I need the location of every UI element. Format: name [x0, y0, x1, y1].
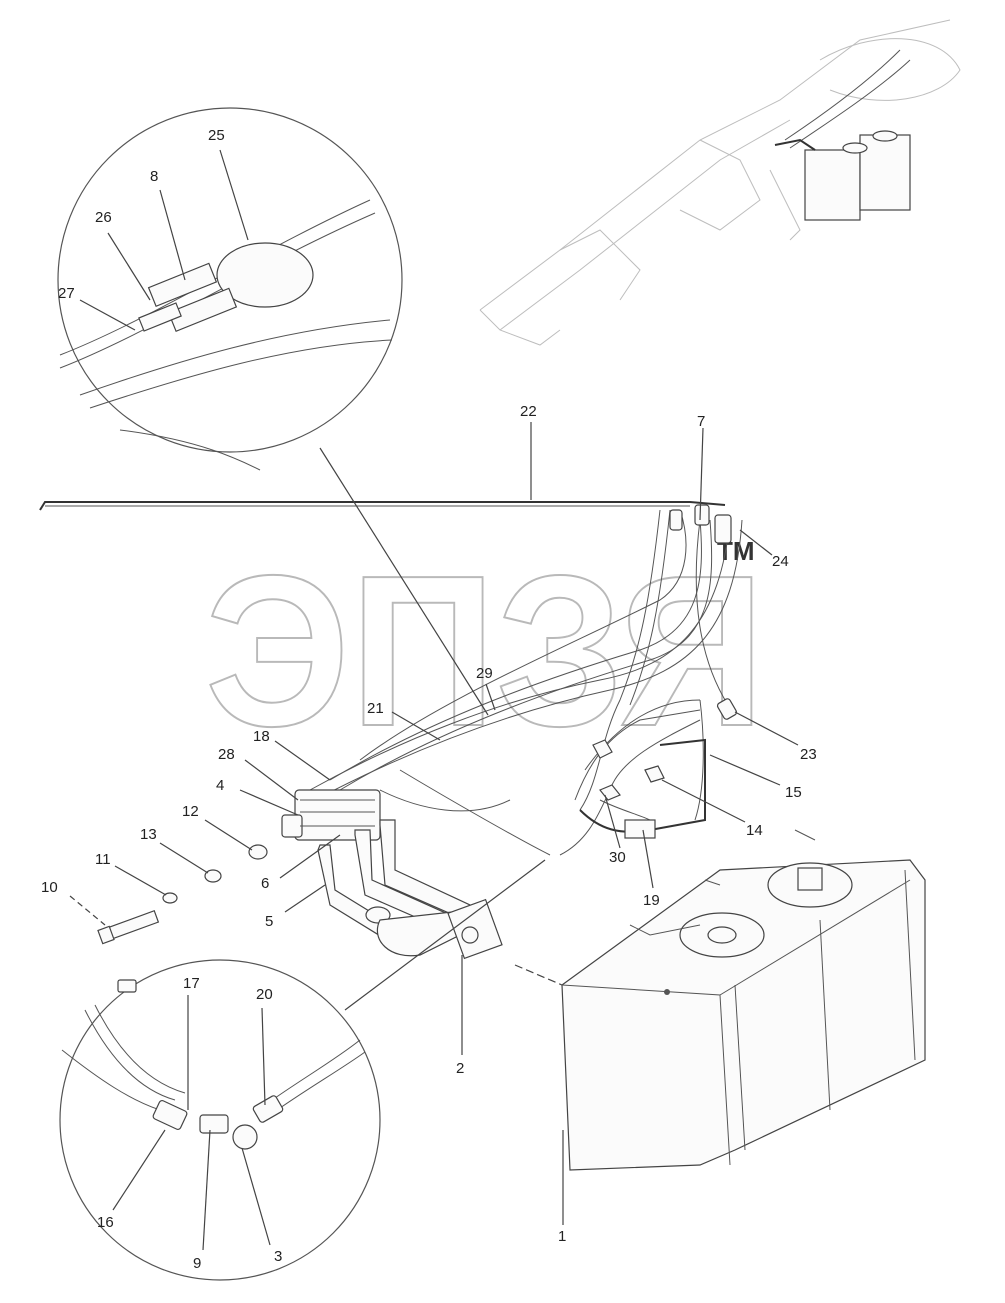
watermark-logo: ЭПЗЯ TM — [204, 529, 766, 772]
hydraulic-tank — [561, 829, 926, 1171]
callout-11: 11 — [95, 851, 111, 868]
callout-20: 20 — [256, 986, 273, 1003]
svg-text:ЭПЗЯ: ЭПЗЯ — [205, 530, 765, 771]
vehicle-frame-overview — [479, 19, 961, 346]
callout-5: 5 — [265, 913, 273, 930]
callout-12: 12 — [182, 803, 199, 820]
callout-1: 1 — [558, 1228, 566, 1245]
callout-7: 7 — [697, 413, 705, 430]
callout-9: 9 — [193, 1255, 201, 1272]
callout-17: 17 — [183, 975, 200, 992]
callout-26: 26 — [95, 209, 112, 226]
callout-18: 18 — [253, 728, 270, 745]
callout-10: 10 — [41, 879, 58, 896]
callout-3: 3 — [274, 1248, 282, 1265]
callout-21: 21 — [367, 700, 384, 717]
pipe-22 — [39, 501, 726, 511]
hose-bundle — [309, 509, 743, 856]
callout-14: 14 — [746, 822, 763, 839]
callout-22: 22 — [520, 403, 537, 420]
detail-circle-bottom — [59, 959, 381, 1281]
callout-8: 8 — [150, 168, 158, 185]
callout-6: 6 — [261, 875, 269, 892]
leader-lines — [69, 149, 799, 1251]
callout-27: 27 — [58, 285, 75, 302]
callout-15: 15 — [785, 784, 802, 801]
callout-25: 25 — [208, 127, 225, 144]
callout-2: 2 — [456, 1060, 464, 1077]
callout-23: 23 — [800, 746, 817, 763]
fasteners — [97, 844, 268, 945]
callout-19: 19 — [643, 892, 660, 909]
callout-28: 28 — [218, 746, 235, 763]
callout-30: 30 — [609, 849, 626, 866]
callout-16: 16 — [97, 1214, 114, 1231]
callout-4: 4 — [216, 777, 224, 794]
suction-pipes — [317, 819, 503, 960]
callout-13: 13 — [140, 826, 157, 843]
callout-29: 29 — [476, 665, 493, 682]
fittings-upper — [669, 504, 738, 720]
callout-24: 24 — [772, 553, 789, 570]
pump-assembly — [281, 789, 381, 841]
detail-circle-top — [57, 107, 403, 471]
callout-labels: 1 2 3 4 5 6 7 8 9 10 11 12 13 14 15 16 1… — [41, 127, 817, 1272]
